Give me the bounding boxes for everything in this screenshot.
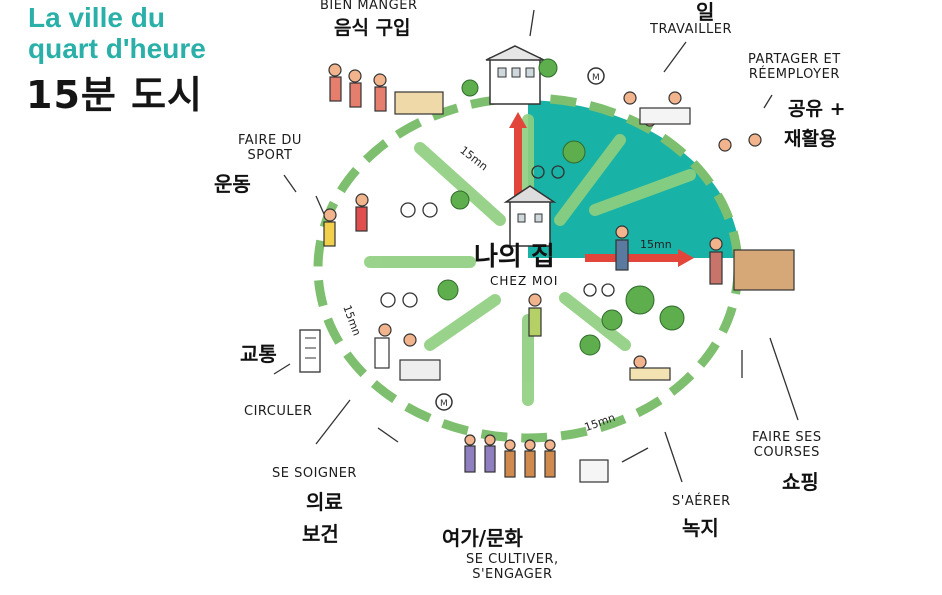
bidirectional-arrows [315,195,743,463]
bien-manger-fr: BIEN MANGER [320,0,418,13]
se-cultiver-ko: 여가/문화 [442,526,523,550]
courses-fr-1: FAIRE SES [752,430,822,445]
label-se-cultiver: SE CULTIVER, S'ENGAGER [466,552,559,582]
se-soigner-ko-1: 의료 [306,490,343,514]
se-soigner-fr: SE SOIGNER [272,466,357,481]
s-aerer-ko: 녹지 [682,516,719,540]
circuler-ko: 교통 [240,342,277,366]
arrow-up-head [509,112,527,128]
metro-icon: M [587,67,605,85]
path-spokes [364,114,696,406]
circuler-fr: CIRCULER [244,404,313,419]
center-label-korean: 나의 집 [474,242,555,272]
people-illustrations [323,63,795,483]
label-partager: PARTAGER ET RÉEMPLOYER [748,52,841,82]
sport-ko: 운동 [214,172,251,196]
bien-manger-ko: 음식 구입 [334,17,411,39]
svg-text:M: M [592,73,600,83]
home-building [503,185,557,247]
svg-text:M: M [440,399,448,409]
label-bien-manger: BIEN MANGER [320,0,417,13]
se-soigner-ko-2: 보건 [302,522,339,546]
partager-ko-1: 공유 + [788,98,846,120]
leader-lines [273,9,799,483]
title-line-2: quart d'heure [28,33,206,64]
se-cultiver-fr-2: S'ENGAGER [472,567,553,582]
center-label-french: CHEZ MOI [490,274,559,288]
partager-ko-2: 재활용 [784,128,837,150]
fifteen-minute-zone [528,100,740,258]
courses-fr-2: COURSES [753,445,820,460]
partager-fr-2: RÉEMPLOYER [748,67,840,82]
travailler-fr: TRAVAILLER [650,22,733,37]
se-cultiver-fr-1: SE CULTIVER, [466,552,559,567]
arrow-right-head [678,249,694,267]
partager-fr-1: PARTAGER ET [748,52,841,67]
courses-ko: 쇼핑 [782,470,819,494]
office-building [485,45,545,105]
bicycles [380,165,615,308]
label-faire-du-sport: FAIRE DU SPORT [238,133,302,163]
page-title: La ville du quart d'heure [28,2,206,64]
label-faire-courses: FAIRE SES COURSES [752,430,822,460]
title-line-1: La ville du [28,2,165,33]
s-aerer-fr: S'AÉRER [672,494,731,509]
title-korean: 15분 도시 [26,73,203,117]
metro-icon-bottom: M [435,393,453,411]
signpost-icon [299,329,321,373]
travailler-ko: 일 [696,0,715,24]
sport-fr-2: SPORT [247,148,293,163]
sport-fr-1: FAIRE DU [238,133,302,148]
trees [437,58,685,356]
duration-label-right: 15mn [640,238,672,251]
